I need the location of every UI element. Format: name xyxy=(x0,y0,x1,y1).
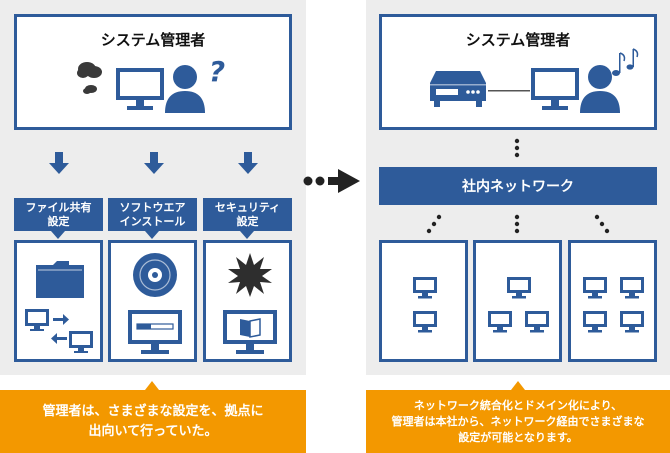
branch-dots-center xyxy=(514,214,520,234)
cd-disc-icon xyxy=(133,253,177,297)
software-install-label: ソフトウエア インストール xyxy=(108,198,197,231)
pc-icon xyxy=(507,277,531,299)
pc-icon xyxy=(620,277,644,299)
file-share-tile xyxy=(14,240,103,362)
pc-icon xyxy=(413,277,437,299)
label-pointer xyxy=(240,231,254,239)
right-caption: ネットワーク統合化とドメイン化により、 管理者は本社から、ネットワーク経由でさま… xyxy=(366,390,670,453)
pc-icon xyxy=(620,311,644,333)
down-arrow-icon xyxy=(144,152,164,174)
burst-threat-icon xyxy=(228,253,272,297)
down-arrow-icon xyxy=(238,152,258,174)
server-icon xyxy=(430,71,486,107)
label-pointer xyxy=(51,231,65,239)
file-share-setting-label: ファイル共有 設定 xyxy=(14,198,103,231)
vertical-dots xyxy=(514,138,520,158)
callout-pointer xyxy=(511,381,525,390)
pc-icon xyxy=(525,311,549,333)
right-header-title: システム管理者 xyxy=(465,31,571,49)
pc-icon xyxy=(583,277,607,299)
connection-line xyxy=(488,90,530,92)
left-header-title: システム管理者 xyxy=(100,31,206,49)
security-setting-tile xyxy=(203,240,292,362)
file-transfer-icon xyxy=(25,309,93,353)
down-arrow-icon xyxy=(49,152,69,174)
corporate-network-bar: 社内ネットワーク xyxy=(379,167,657,205)
thought-cloud-icon xyxy=(77,62,102,94)
monitor-icon xyxy=(116,68,164,110)
label-pointer xyxy=(145,231,159,239)
branch-dots-right xyxy=(594,214,610,234)
security-setting-label: セキュリティ 設定 xyxy=(203,198,292,231)
monitor-icon xyxy=(531,68,579,110)
software-install-tile xyxy=(108,240,197,362)
left-header-box: システム管理者 ? xyxy=(14,14,292,130)
pc-icon xyxy=(583,311,607,333)
branch-office-tile xyxy=(568,240,657,362)
left-caption: 管理者は、さまざまな設定を、拠点に 出向いて行っていた。 xyxy=(0,390,306,453)
question-mark-icon: ? xyxy=(209,55,225,88)
music-note-icon xyxy=(612,48,639,76)
security-monitor-icon xyxy=(223,310,277,354)
branch-dots-left xyxy=(426,214,442,234)
transition-arrow-icon xyxy=(303,169,360,193)
pc-icon xyxy=(413,311,437,333)
folder-icon xyxy=(36,261,84,298)
admin-person-icon xyxy=(165,65,205,113)
admin-person-icon xyxy=(580,65,620,113)
branch-office-tile xyxy=(473,240,562,362)
svg-text:?: ? xyxy=(209,55,225,88)
install-monitor-icon xyxy=(128,310,182,354)
pc-icon xyxy=(488,311,512,333)
callout-pointer xyxy=(145,381,159,390)
branch-office-tile xyxy=(379,240,468,362)
right-header-box: システム管理者 xyxy=(379,14,657,130)
